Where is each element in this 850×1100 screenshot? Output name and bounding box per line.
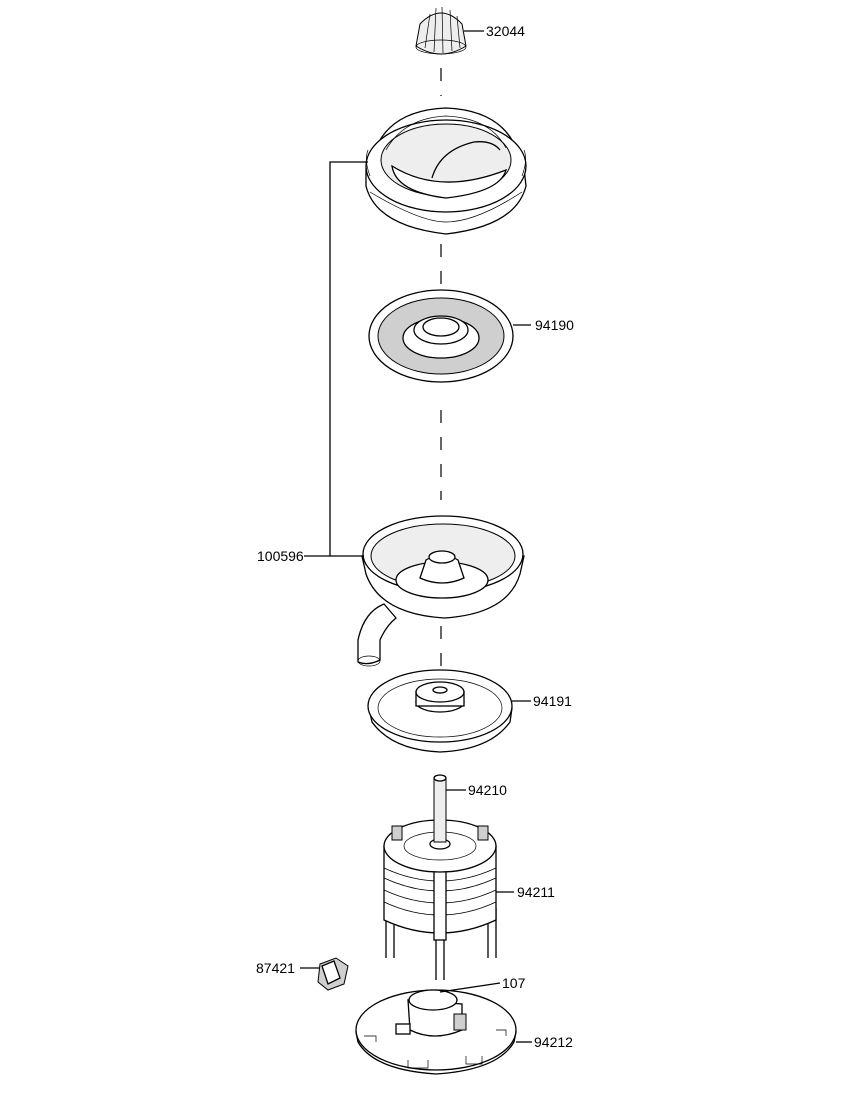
splash-shield bbox=[367, 669, 513, 753]
label-94210: 94210 bbox=[468, 782, 507, 798]
leader-lines bbox=[300, 30, 532, 1043]
strainer-disc bbox=[368, 289, 514, 383]
top-cover-ring bbox=[365, 107, 527, 235]
label-94211: 94211 bbox=[517, 884, 555, 900]
label-94191: 94191 bbox=[533, 693, 572, 709]
label-100596: 100596 bbox=[257, 548, 304, 564]
rocker-switch bbox=[317, 957, 349, 991]
label-87421: 87421 bbox=[256, 960, 295, 976]
juice-bowl bbox=[357, 515, 525, 667]
reamer-cone bbox=[415, 6, 467, 55]
label-94190: 94190 bbox=[535, 317, 574, 333]
motor bbox=[383, 774, 497, 980]
base-plate bbox=[355, 989, 517, 1075]
part-labels: 32044 94190 100596 94191 94210 94211 874… bbox=[256, 23, 574, 1050]
label-94212: 94212 bbox=[534, 1034, 573, 1050]
label-107: 107 bbox=[502, 975, 526, 991]
label-32044: 32044 bbox=[486, 23, 525, 39]
